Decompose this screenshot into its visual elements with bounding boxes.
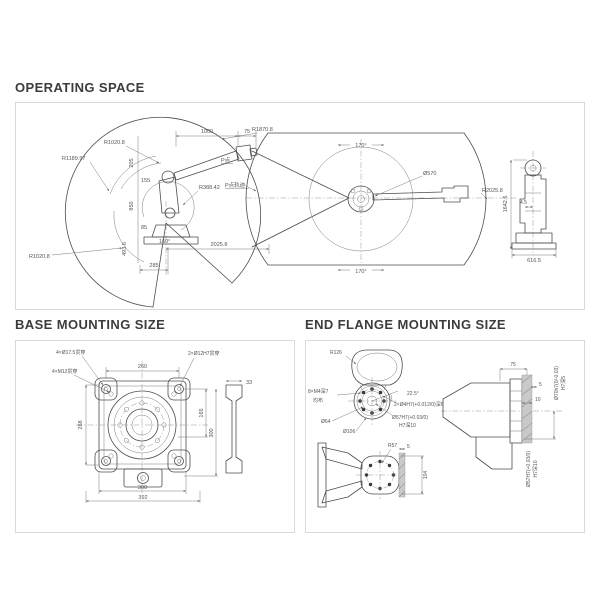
dim-dia70-right: Ø70h7(0/-0.03): [554, 366, 560, 400]
dim-392: 392: [138, 495, 147, 501]
flange-fork-view: R57 5 104: [317, 442, 429, 508]
label-p-point: P点: [221, 157, 231, 164]
dim-75: 75: [244, 129, 250, 135]
dim-493: 493.6: [122, 242, 128, 256]
dim-r2025: R2025.8: [482, 188, 503, 194]
dim-165: 165: [199, 408, 205, 417]
label-dia57: Ø57H7(+0.03/0): [392, 415, 428, 421]
flange-front-view: R126 8×M4深7 均布 22.5° 2×Ø4H7(+0.012/0)深6 …: [308, 349, 444, 435]
dim-5-fork: 5: [407, 444, 410, 450]
label-holes-m12: 4×M12贯穿: [52, 368, 77, 375]
operating-space-drawing: 1000 75 R1870.8 R1020.8 R1189.97 R1020.8…: [29, 116, 557, 308]
operating-space-title: OPERATING SPACE: [15, 80, 145, 95]
label-h7-10: H7深10: [399, 422, 416, 429]
dim-75-flange: 75: [510, 362, 516, 368]
dim-r1189: R1189.97: [62, 156, 85, 162]
label-2xdia4h7: 2×Ø4H7(+0.012/0)深6: [394, 401, 444, 408]
flange-section-view: 75 5 10 Ø70h7(0/-0.03) H7深5 Ø57H7(+0.03/…: [441, 362, 567, 487]
label-evenly: 均布: [313, 397, 323, 404]
robot-side-silhouette: [143, 144, 258, 245]
dim-22-5deg: 22.5°: [407, 391, 419, 397]
dim-dia64: Ø64: [321, 419, 331, 425]
dim-2025: 2025.8: [211, 242, 228, 248]
dim-dia57-right: Ø57H7(+0.03/0): [526, 451, 532, 487]
side-view: 1000 75 R1870.8 R1020.8 R1189.97 R1020.8…: [29, 116, 273, 308]
base-mounting-drawing: 4×Ø17.5贯穿 4×M12贯穿 2×Ø12H7贯穿 260 268 165 …: [52, 349, 252, 503]
label-p-trace: P点轨迹: [225, 181, 246, 189]
dim-r1870: R1870.8: [252, 127, 273, 133]
end-flange-drawing: R126 8×M4深7 均布 22.5° 2×Ø4H7(+0.012/0)深6 …: [308, 349, 567, 508]
right-view: 1642.6 4.5 616.5: [503, 151, 557, 264]
dim-dia570: Ø570: [423, 171, 436, 177]
dim-260: 260: [138, 364, 147, 370]
dim-10: 10: [535, 397, 541, 403]
dim-r388: R388.42: [199, 185, 220, 191]
operating-space-panel: 1000 75 R1870.8 R1020.8 R1189.97 R1020.8…: [15, 102, 585, 310]
dim-h7-5-right: H7深5: [560, 376, 567, 390]
dim-285: 285: [149, 263, 158, 269]
dim-r57: R57: [388, 443, 397, 449]
dim-300-bottom: 300: [138, 485, 147, 491]
dim-r1020-bottom: R1020.8: [29, 254, 50, 260]
base-dimensions: 4×Ø17.5贯穿 4×M12贯穿 2×Ø12H7贯穿 260 268 165 …: [52, 349, 252, 503]
dim-r1020-top: R1020.8: [104, 140, 125, 146]
dim-300-right: 300: [209, 428, 215, 437]
dim-33: 33: [246, 380, 252, 386]
dim-85: 85: [141, 225, 147, 231]
top-view: 170° 170° Ø570 R2025.8: [245, 132, 516, 275]
base-mounting-panel: 4×Ø17.5贯穿 4×M12贯穿 2×Ø12H7贯穿 260 268 165 …: [15, 340, 295, 533]
dim-170-top: 170°: [355, 143, 366, 149]
dim-268: 268: [78, 420, 84, 429]
dim-dia106: Ø106: [343, 429, 355, 435]
end-flange-panel: R126 8×M4深7 均布 22.5° 2×Ø4H7(+0.012/0)深6 …: [305, 340, 585, 533]
dim-r126: R126: [330, 350, 342, 356]
dim-1000: 1000: [201, 129, 213, 135]
base-mounting-title: BASE MOUNTING SIZE: [15, 317, 166, 332]
dim-5-right: 5: [539, 382, 542, 388]
dim-850: 850: [129, 201, 135, 210]
end-flange-title: END FLANGE MOUNTING SIZE: [305, 317, 506, 332]
label-holes-12h7: 2×Ø12H7贯穿: [188, 350, 220, 357]
dim-h7-10-right: H7深10: [532, 460, 539, 477]
dim-4-5: 4.5: [520, 200, 527, 206]
dim-160deg: 160°: [159, 239, 170, 245]
base-side-profile: [225, 384, 243, 474]
dim-104: 104: [423, 471, 429, 480]
base-front-view: [76, 361, 208, 493]
label-holes-17-5: 4×Ø17.5贯穿: [56, 349, 85, 356]
dim-155: 155: [141, 178, 150, 184]
dim-205: 205: [129, 158, 135, 167]
dim-170-bottom: 170°: [355, 269, 366, 275]
dim-1642: 1642.6: [503, 196, 509, 213]
label-8xm4: 8×M4深7: [308, 388, 329, 395]
dim-616: 616.5: [527, 258, 541, 264]
